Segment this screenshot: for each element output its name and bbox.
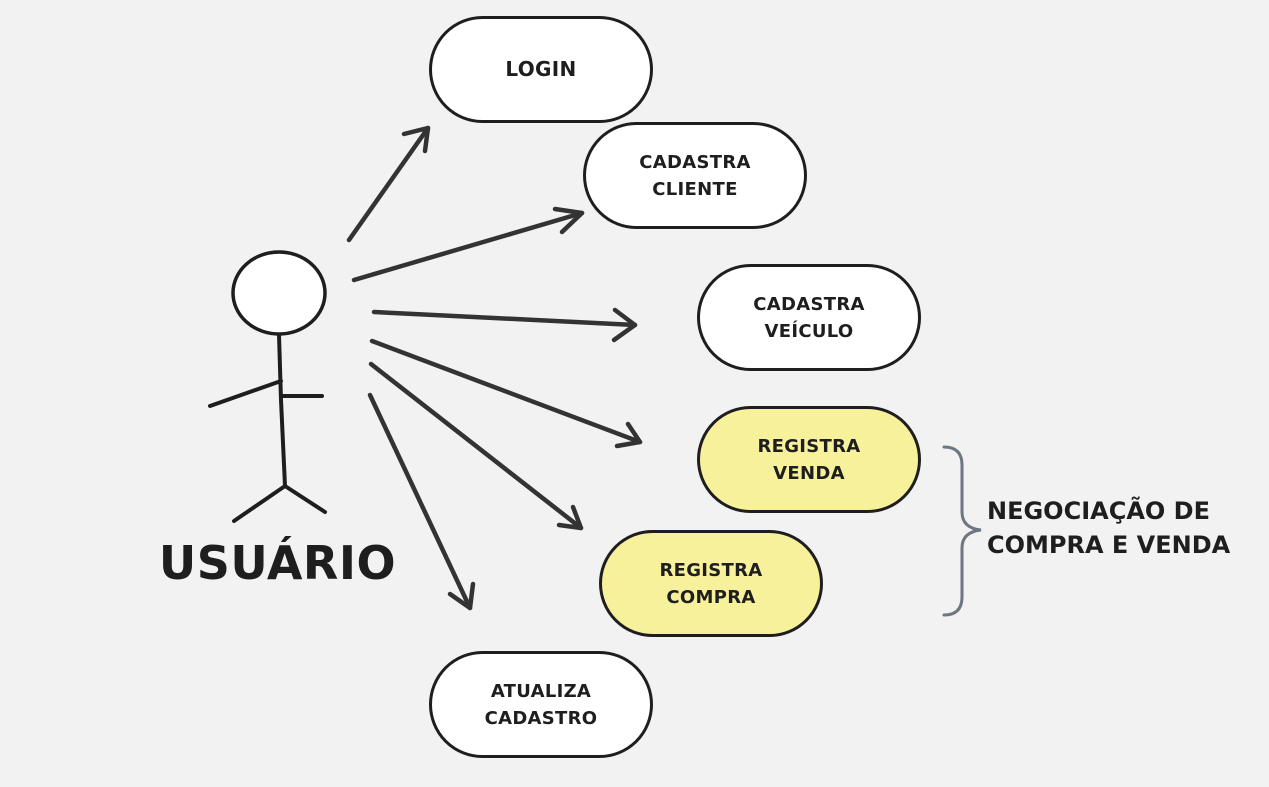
actor-figure xyxy=(208,250,327,523)
use-case-registra-venda-label: REGISTRA VENDA xyxy=(757,435,861,484)
actor-leg-right xyxy=(283,484,327,514)
use-case-registra-compra-label: REGISTRA COMPRA xyxy=(659,559,763,608)
group-label: NEGOCIAÇÃO DE COMPRA E VENDA xyxy=(987,497,1231,559)
use-case-registra-compra[interactable]: REGISTRA COMPRA xyxy=(599,530,823,637)
use-case-cadastra-cliente-label: CADASTRA CLIENTE xyxy=(639,151,751,200)
use-case-cadastra-cliente[interactable]: CADASTRA CLIENTE xyxy=(583,122,807,229)
actor-head xyxy=(231,250,327,336)
arrow-registra-venda xyxy=(369,338,643,449)
arrow-cadastra-veiculo xyxy=(371,307,638,343)
use-case-atualiza-cadastro-label: ATUALIZA CADASTRO xyxy=(484,680,598,729)
use-case-login[interactable]: LOGIN xyxy=(429,16,653,123)
use-case-login-label: LOGIN xyxy=(505,57,577,81)
arrow-cadastra-cliente xyxy=(351,206,585,283)
group-brace xyxy=(942,445,982,617)
actor-leg-left xyxy=(232,484,287,523)
arrow-login xyxy=(346,125,431,243)
use-case-atualiza-cadastro[interactable]: ATUALIZA CADASTRO xyxy=(429,651,653,758)
actor-body xyxy=(277,333,287,488)
use-case-cadastra-veiculo-label: CADASTRA VEÍCULO xyxy=(753,293,865,342)
use-case-registra-venda[interactable]: REGISTRA VENDA xyxy=(697,406,921,513)
use-case-cadastra-veiculo[interactable]: CADASTRA VEÍCULO xyxy=(697,264,921,371)
arrow-registra-compra xyxy=(368,361,584,531)
actor-name: USUÁRIO xyxy=(158,536,397,590)
arrow-atualiza-cadastro xyxy=(367,392,476,611)
actor-arm-left xyxy=(208,379,283,408)
